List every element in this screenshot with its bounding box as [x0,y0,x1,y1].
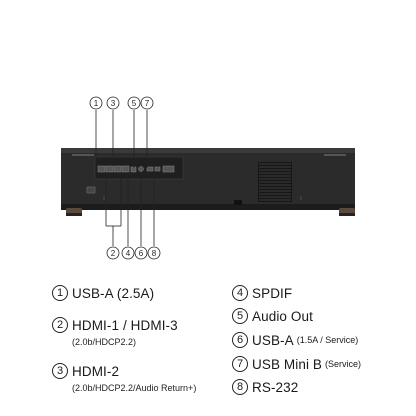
legend-number-3: 3 [52,363,68,379]
svg-text:4: 4 [126,249,131,258]
legend-number-8: 8 [232,379,248,395]
legend-item-1: 1 USB-A (2.5A) [52,285,154,301]
legend-number-5: 5 [232,308,248,324]
legend-label-2: HDMI-1 / HDMI-3 [72,317,178,333]
port-2-hdmi-1 [105,165,114,173]
legend-note-6: (1.5A / Service) [296,335,359,345]
callout-5: 5 [127,96,141,110]
legend-item-5: 5 Audio Out [232,308,313,324]
legend-note-7: (Service) [325,359,362,369]
legend-item-8: 8 RS-232 [232,379,298,395]
projector-rear-diagram: 1 3 5 7 2 4 6 8 [61,96,355,260]
legend-note-3: (2.0b/HDCP2.2/Audio Return+) [72,383,197,393]
svg-text:2: 2 [111,249,116,258]
port-6-usb-a-service [146,166,154,172]
projector-bottom-shadow [61,204,355,210]
callout-6: 6 [134,246,148,260]
legend-number-6: 6 [232,332,248,348]
legend-label-6: USB-A [252,332,294,348]
projector-top-edge [61,148,355,153]
port-2-hdmi-3 [121,165,130,173]
legend-item-4: 4 SPDIF [232,285,292,301]
legend-item-6: 6 USB-A (1.5A / Service) [232,332,358,348]
svg-text:6: 6 [139,249,144,258]
svg-text:3: 3 [111,99,116,108]
callout-8: 8 [147,246,161,260]
svg-text:7: 7 [145,99,150,108]
legend-label-7: USB Mini B [252,356,323,372]
legend-number-4: 4 [232,285,248,301]
svg-text:5: 5 [132,99,137,108]
power-inlet [86,186,96,194]
port-4-spdif [130,166,137,173]
legend-item-3: 3 HDMI-2 [52,363,119,379]
legend-label-4: SPDIF [252,285,293,301]
callout-2: 2 [106,246,120,260]
callout-4: 4 [121,246,135,260]
port-1-usb-a [97,165,106,173]
top-strip-left [72,154,94,156]
legend-number-7: 7 [232,356,248,372]
port-5-audio-out [138,166,144,172]
callout-7: 7 [140,96,154,110]
legend-item-2: 2 HDMI-1 / HDMI-3 [52,317,178,333]
foot-right-pad [339,213,355,216]
foot-left-pad [66,213,82,216]
legend-label-1: USB-A (2.5A) [72,285,155,301]
svg-text:1: 1 [94,99,99,108]
port-3-hdmi-2 [113,165,122,173]
legend-number-2: 2 [52,317,68,333]
legend-item-7: 7 USB Mini B (Service) [232,356,361,372]
legend-label-5: Audio Out [252,308,313,324]
legend-label-8: RS-232 [252,379,299,395]
legend-note-2: (2.0b/HDCP2.2) [72,337,137,347]
legend-number-1: 1 [52,285,68,301]
callout-3: 3 [106,96,120,110]
svg-text:8: 8 [152,249,157,258]
legend-label-3: HDMI-2 [72,363,120,379]
top-strip-right [324,154,346,156]
port-7-usb-mini-b [154,166,161,172]
vent-grille [258,162,292,202]
port-8-rs232 [162,165,175,173]
screw-mark [234,200,242,205]
callout-1: 1 [89,96,103,110]
